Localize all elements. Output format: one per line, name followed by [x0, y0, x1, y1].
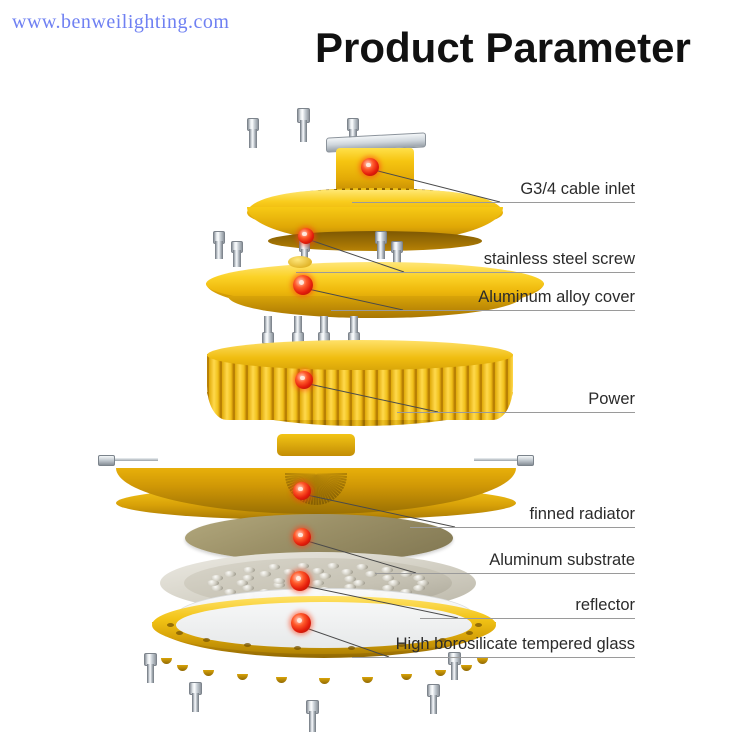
callout-marker-reflector — [290, 571, 310, 591]
leader-line-3 — [308, 383, 439, 413]
part-side-bolt — [98, 455, 158, 466]
callout-rule-screw — [296, 272, 635, 273]
leader-line-7 — [305, 627, 390, 658]
page-title: Product Parameter — [315, 24, 691, 71]
part-alloy-cover-lip — [228, 296, 522, 318]
part-cover-screw — [375, 231, 387, 260]
callout-label-reflector: reflector — [575, 596, 635, 614]
callout-marker-screw — [298, 228, 314, 244]
leader-line-6 — [304, 585, 459, 619]
callout-label-alloy-cover: Aluminum alloy cover — [478, 288, 635, 306]
callout-label-al-substrate: Aluminum substrate — [489, 551, 635, 569]
part-bottom-screw — [427, 684, 440, 715]
callout-marker-power — [295, 371, 313, 389]
part-radiator-hub — [277, 434, 355, 456]
callout-label-cable-inlet: G3/4 cable inlet — [520, 180, 635, 198]
callout-label-tempered-glass: High borosilicate tempered glass — [395, 635, 635, 653]
callout-label-finned-radiator: finned radiator — [529, 505, 636, 523]
part-bottom-screw — [144, 653, 157, 684]
part-top-screw — [297, 108, 310, 143]
callout-rule-al-substrate — [375, 573, 635, 574]
leader-line-4 — [306, 494, 456, 528]
part-bottom-screw — [306, 700, 319, 733]
part-cover-screw — [391, 241, 403, 268]
site-watermark: www.benweilighting.com — [12, 11, 230, 33]
part-cover-screw — [213, 231, 225, 260]
part-power-unit — [207, 340, 513, 370]
callout-label-screw: stainless steel screw — [483, 250, 635, 268]
callout-rule-finned-radiator — [410, 527, 635, 528]
leader-line-1 — [309, 239, 405, 273]
leader-line-0 — [373, 169, 501, 203]
part-top-screw — [247, 118, 259, 149]
callout-marker-finned-radiator — [293, 482, 311, 500]
callout-rule-power — [397, 412, 635, 413]
callout-marker-al-substrate — [293, 528, 311, 546]
part-bottom-screw — [448, 652, 461, 681]
leader-line-5 — [306, 540, 417, 574]
part-bezel-aperture — [176, 602, 472, 648]
part-side-bolt — [474, 455, 534, 466]
callout-marker-alloy-cover — [293, 275, 313, 295]
leader-line-2 — [307, 288, 404, 311]
callout-rule-tempered-glass — [352, 657, 635, 658]
callout-rule-alloy-cover — [331, 310, 635, 311]
callout-rule-reflector — [420, 618, 635, 619]
part-alloy-cover-boss — [288, 256, 312, 268]
callout-rule-cable-inlet — [352, 202, 635, 203]
callout-marker-tempered-glass — [291, 613, 311, 633]
part-cover-screw — [231, 241, 243, 268]
callout-label-power: Power — [588, 390, 635, 408]
callout-marker-cable-inlet — [361, 158, 379, 176]
part-bottom-screw — [189, 682, 202, 713]
